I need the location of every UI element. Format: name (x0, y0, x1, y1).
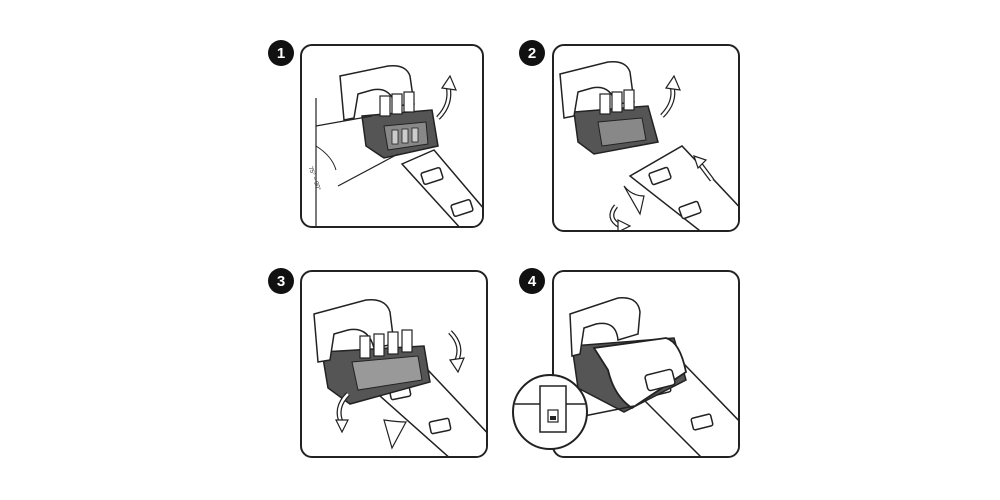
contact-pin (391, 129, 399, 145)
strip-flex-shape (623, 185, 645, 216)
led-chip (428, 417, 452, 435)
angle-arc (315, 145, 337, 171)
step-2-badge: 2 (519, 40, 545, 66)
contact-pin (401, 128, 409, 144)
led-strip (628, 145, 738, 230)
step-1-badge: 1 (268, 40, 294, 66)
contact-pin (411, 127, 419, 143)
led-strip (400, 149, 482, 226)
led-chip (648, 166, 672, 186)
step-2-illustration (559, 60, 738, 230)
step-3-number: 3 (276, 272, 286, 290)
step-4-panel (552, 270, 740, 458)
strip-flex-shape (383, 419, 408, 450)
step-4-illustration (569, 297, 738, 456)
step-2-number: 2 (527, 44, 537, 62)
clamp-tab (599, 93, 611, 115)
insert-arrow-icon (693, 155, 714, 182)
step-1-panel: 75° ~ 90° (300, 44, 484, 228)
connector-slot (597, 117, 647, 147)
step-3-illustration (313, 299, 486, 456)
clamp-tab (403, 91, 415, 113)
led-chip (690, 413, 714, 431)
step-3-badge: 3 (268, 268, 294, 294)
angle-label: 75° ~ 90° (307, 166, 321, 192)
led-chip (678, 200, 702, 220)
step-1-illustration: 75° ~ 90° (307, 64, 482, 226)
step-4-zoom-detail (512, 374, 588, 450)
clamp-lid (569, 297, 641, 357)
strip-entry-slot (644, 368, 676, 392)
clamp-tab (359, 335, 371, 359)
step-1-number: 1 (276, 44, 286, 62)
clamp-tab (391, 93, 403, 115)
step-2-panel (552, 44, 740, 232)
zoom-detail-illustration (514, 385, 586, 433)
step-4-badge: 4 (519, 268, 545, 294)
step-3-panel (300, 270, 488, 458)
closed-clamp (592, 337, 688, 410)
clamp-tab (401, 329, 413, 353)
led-chip (450, 198, 474, 218)
clamp-tab (611, 91, 623, 113)
clamp-tab (373, 333, 385, 357)
connector-slot (351, 355, 423, 391)
clamp-tab (623, 89, 635, 111)
clamp-tab (387, 331, 399, 355)
clamp-tab (379, 95, 391, 117)
led-chip (420, 166, 444, 186)
step-4-number: 4 (527, 272, 537, 290)
